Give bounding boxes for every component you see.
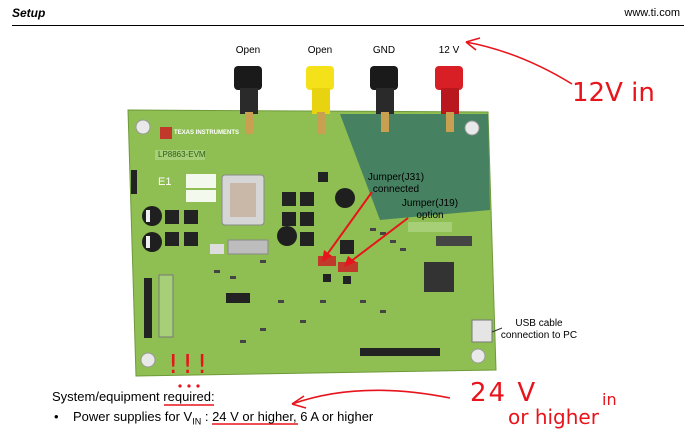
probe-label-open-1: Open [235,45,261,56]
usb-line1: USB cable [515,318,563,329]
handwritten-in: in [602,390,617,409]
annotation-jumper-j31: Jumper(J31) connected [356,172,436,196]
handwritten-arrow-12v [465,41,573,85]
annotation-jumper-j19: Jumper(J19) option [390,198,470,222]
handwritten-or-higher: or higher [508,405,599,429]
handwritten-arrow-24v [291,389,451,405]
section-header: Setup [12,6,46,20]
req-item-emph: 24 V or higher [212,409,294,424]
req-item-prefix: Power supplies for V [73,409,193,424]
req-title-suffix: : [210,389,215,404]
requirement-item: Power supplies for VIN : 24 V or higher,… [73,409,373,427]
annotation-usb: USB cable connection to PC [494,318,584,342]
requirements-title: System/equipment required: [52,389,215,404]
j19-line2: option [416,210,444,221]
site-url: www.ti.com [624,7,680,19]
req-item-sep: : [201,409,213,424]
req-title-emph: required [163,389,211,404]
req-item-sub: IN [192,416,202,427]
probe-12v-red [435,66,463,132]
handwritten-24v: 24 V [470,378,538,408]
probe-open-yellow [306,66,334,134]
usb-line2: connection to PC [500,330,578,341]
probe-open-black [234,66,262,134]
silk-e1: E1 [158,176,172,188]
board-model: LP8863-EVM [158,150,206,159]
header-rule [12,25,684,26]
probe-label-open-2: Open [307,45,333,56]
bullet-dot: • [54,409,59,424]
probe-gnd-black [370,66,398,132]
req-item-suffix: , 6 A or higher [293,409,374,424]
req-title-prefix: System/equipment [52,389,164,404]
j31-line2: connected [372,184,420,195]
handwritten-exclamations: !!! [168,350,212,380]
handwritten-12v-in: 12V in [572,78,655,108]
probe-label-12v: 12 V [438,45,460,56]
j31-line1: Jumper(J31) [367,172,425,183]
j19-line1: Jumper(J19) [401,198,459,209]
probe-label-gnd: GND [372,45,396,56]
ti-brand: TEXAS INSTRUMENTS [174,130,240,136]
